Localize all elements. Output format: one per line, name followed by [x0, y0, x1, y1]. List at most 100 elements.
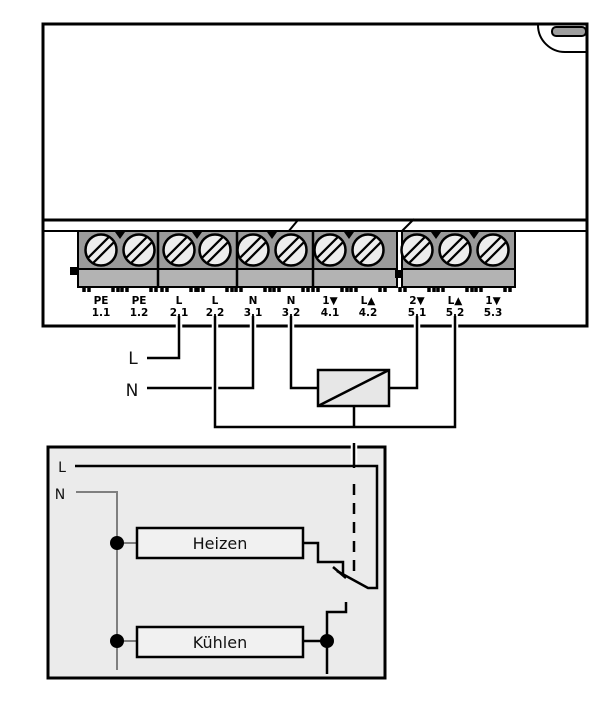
terminal-tooth: [268, 287, 272, 292]
terminal-number: 5.2: [446, 307, 465, 319]
terminal-screw: [313, 233, 347, 267]
heating-contact-wire: [303, 541, 345, 574]
terminal-screw: [84, 233, 118, 267]
terminal-number: 4.1: [321, 307, 340, 319]
valve-drive-diagonal: [317, 368, 390, 408]
terminal-number: 3.2: [282, 307, 301, 319]
terminal-label: PE: [132, 295, 147, 307]
corner-curve: [537, 24, 567, 54]
terminal-screw: [236, 233, 270, 267]
terminal-screw: [400, 233, 434, 267]
terminal-labels: PE1.1PE1.2L2.1L2.2N3.1N3.21▼4.1L▲4.22▼5.…: [92, 295, 503, 319]
terminal-screw: [274, 233, 308, 267]
terminal-label: 2▼: [409, 295, 425, 307]
terminal-tooth: [441, 287, 445, 292]
terminal-label: N: [287, 295, 296, 307]
terminal-tooth: [436, 287, 440, 292]
terminal-tooth: [340, 287, 344, 292]
block-latch-mid: [395, 270, 401, 278]
terminal-screw: [351, 233, 385, 267]
terminal-pair-notch: [267, 232, 277, 239]
terminal-tooth: [306, 287, 310, 292]
terminal-tooth: [111, 287, 115, 292]
terminal-tooth: [277, 287, 281, 292]
terminal-number: 2.1: [170, 307, 189, 319]
terminal-notches: [115, 232, 479, 239]
terminal-tooth: [383, 287, 387, 292]
heating-contact-tick: [332, 566, 347, 579]
terminal-label: 1▼: [322, 295, 338, 307]
terminal-tooth: [427, 287, 431, 292]
terminal-strip-lower: [401, 268, 516, 288]
actuator-device: [41, 22, 589, 328]
seam-mark-right: [401, 218, 415, 232]
thermostat-l-rail-and-lever: [75, 464, 379, 590]
terminal-tooth: [398, 287, 402, 292]
terminal-teeth: [82, 287, 512, 292]
terminal-tooth: [345, 287, 349, 292]
wire-neutral-feed: [147, 316, 255, 390]
din-clip: [551, 26, 587, 37]
terminal-screw: [476, 233, 510, 267]
junction-dot: [110, 634, 124, 648]
terminal-number: 1.1: [92, 307, 111, 319]
heating-label: Heizen: [193, 534, 248, 553]
terminal-tooth: [316, 287, 320, 292]
terminal-tooth: [311, 287, 315, 292]
terminal-label: L: [212, 295, 219, 307]
wire-line-feed: [147, 316, 181, 360]
block-latch-left: [70, 267, 78, 275]
terminal-tooth: [378, 287, 382, 292]
terminal-tooth: [230, 287, 234, 292]
terminal-tooth: [201, 287, 205, 292]
room-thermostat: Heizen Kühlen L N: [46, 443, 387, 680]
terminal-number: 5.1: [408, 307, 427, 319]
terminal-tooth: [354, 287, 358, 292]
terminal-tooth: [508, 287, 512, 292]
wire-5-1-to-valve: [385, 316, 419, 390]
terminal-label: N: [249, 295, 258, 307]
terminal-tooth: [301, 287, 305, 292]
terminal-tooth: [82, 287, 86, 292]
terminal-tooth: [403, 287, 407, 292]
junction-dot: [110, 536, 124, 550]
terminal-tooth: [479, 287, 483, 292]
terminal-tooth: [349, 287, 353, 292]
terminal-label: L: [176, 295, 183, 307]
terminal-tooth: [234, 287, 238, 292]
terminal-tooth: [432, 287, 436, 292]
thermostat-n-rail: [76, 491, 118, 670]
terminal-tooth: [120, 287, 124, 292]
terminal-pair-notch: [115, 232, 125, 239]
terminal-tooth: [149, 287, 153, 292]
terminal-label: L▲: [448, 295, 464, 307]
terminal-pair-notch: [469, 232, 479, 239]
terminal-tooth: [154, 287, 158, 292]
room-line-label: L: [58, 460, 66, 476]
terminal-label: PE: [94, 295, 109, 307]
terminal-tooth: [470, 287, 474, 292]
room-neutral-label: N: [55, 487, 65, 503]
cooling-load-box: [135, 625, 305, 659]
terminal-number: 2.2: [206, 307, 225, 319]
terminal-screws: [84, 233, 510, 267]
terminal-tooth: [165, 287, 169, 292]
terminal-label: L▲: [361, 295, 377, 307]
terminal-tooth: [474, 287, 478, 292]
terminal-tooth: [196, 287, 200, 292]
terminal-number: 5.3: [484, 307, 503, 319]
terminal-tooth: [125, 287, 129, 292]
line-label: L: [128, 349, 138, 369]
terminal-pair-notch: [344, 232, 354, 239]
wire-bus-2-2-to-5-2: [213, 316, 457, 429]
terminal-tooth: [465, 287, 469, 292]
junction-dot: [320, 634, 334, 648]
terminal-tooth: [160, 287, 164, 292]
terminal-number: 1.2: [130, 307, 149, 319]
neutral-label: N: [126, 381, 139, 401]
terminal-screw: [438, 233, 472, 267]
terminal-screw: [162, 233, 196, 267]
wiring: L N: [126, 316, 459, 431]
